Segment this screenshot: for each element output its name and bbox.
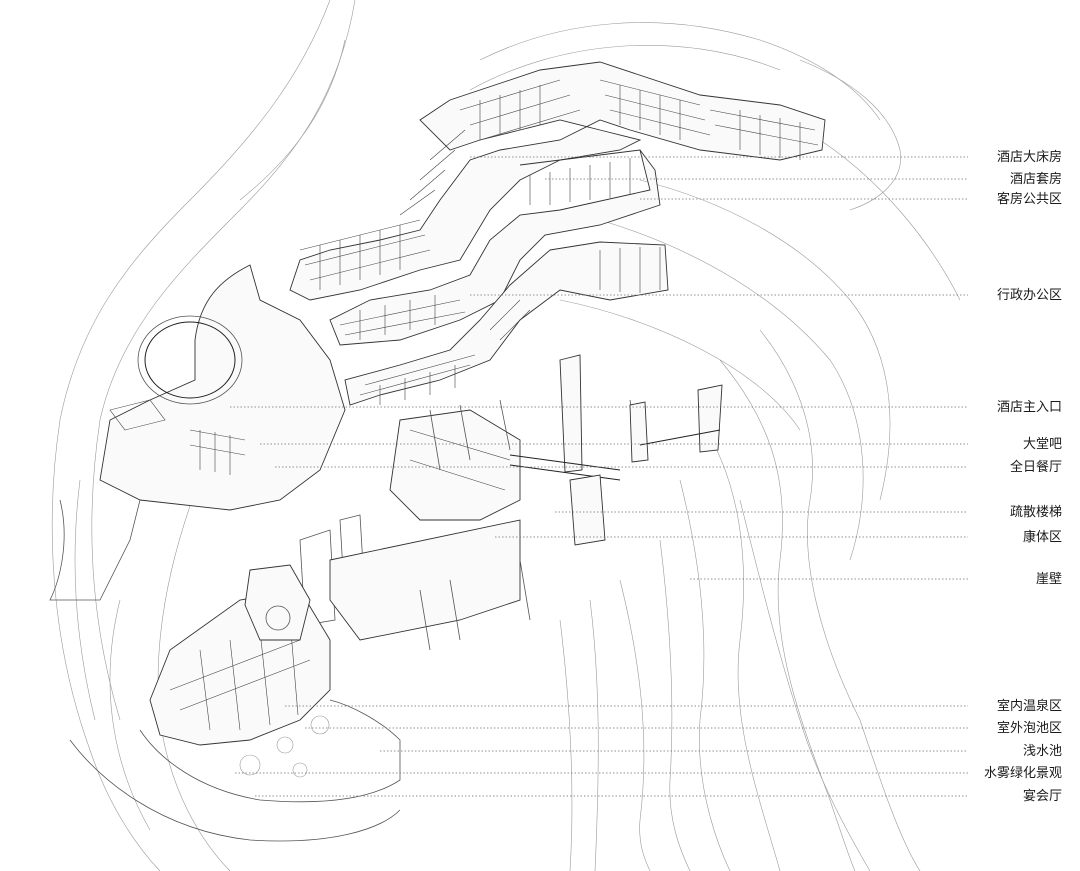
label-shallow-pool: 浅水池 — [1022, 744, 1062, 759]
suite-wing — [329, 149, 661, 346]
leader-lines — [230, 156, 968, 797]
executive-office-wing — [344, 241, 669, 406]
lobby-podium — [49, 264, 346, 601]
label-all-day-dining: 全日餐厅 — [1009, 460, 1062, 475]
label-main-entrance: 酒店主入口 — [996, 400, 1062, 415]
label-king-room: 酒店大床房 — [996, 150, 1062, 165]
label-suite: 酒店套房 — [1009, 172, 1062, 187]
label-room-public-area: 客房公共区 — [996, 192, 1062, 207]
label-outdoor-pool: 室外泡池区 — [996, 721, 1062, 736]
hotel-room-wing — [289, 61, 826, 301]
label-banquet-hall: 宴会厅 — [1022, 789, 1062, 804]
label-fitness-area: 康体区 — [1022, 530, 1062, 545]
label-cliff: 崖壁 — [1035, 572, 1062, 587]
cliff-structures — [299, 354, 723, 651]
terrain-contours — [51, 0, 961, 871]
label-executive-office: 行政办公区 — [996, 288, 1062, 303]
label-indoor-hot-spring: 室内温泉区 — [996, 699, 1062, 714]
label-evacuation-stair: 疏散楼梯 — [1009, 505, 1062, 520]
label-mist-landscape: 水雾绿化景观 — [983, 766, 1062, 781]
label-lobby-bar: 大堂吧 — [1022, 437, 1062, 452]
